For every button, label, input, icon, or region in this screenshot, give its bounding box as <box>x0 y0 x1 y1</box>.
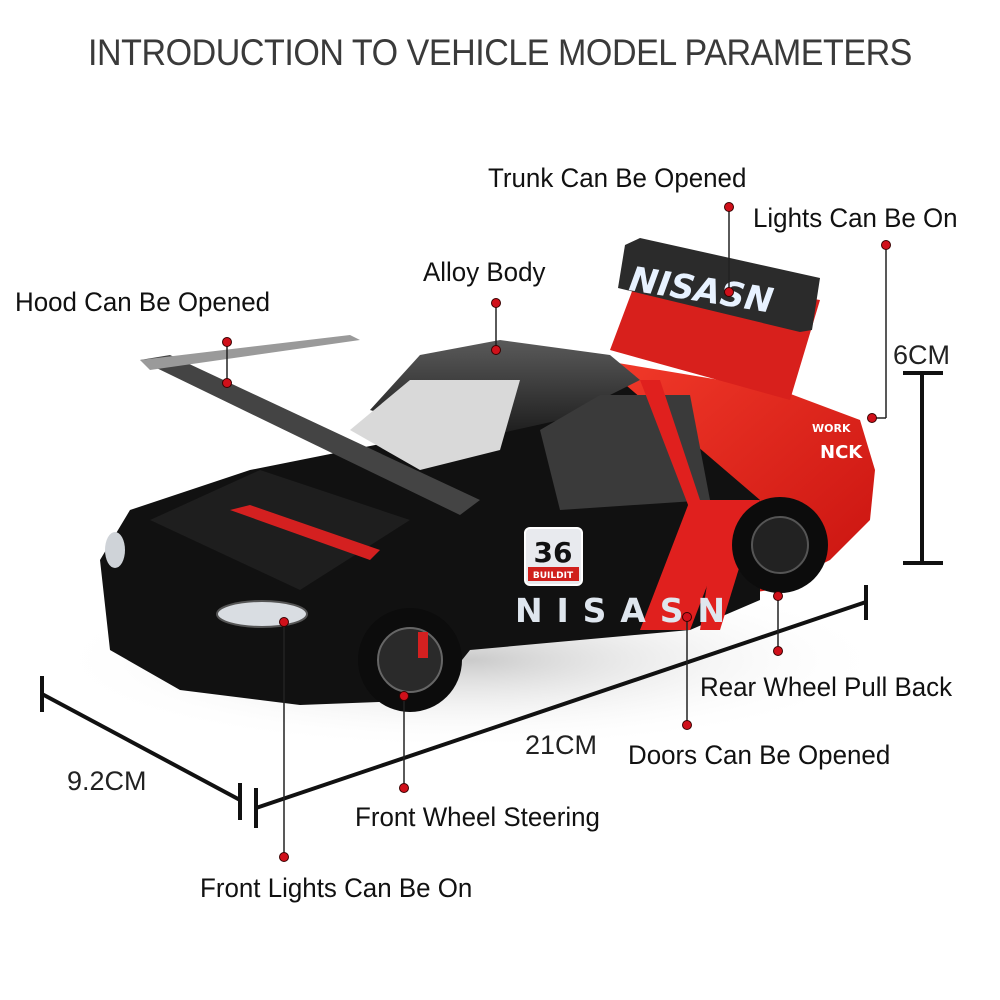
page-title: INTRODUCTION TO VEHICLE MODEL PARAMETERS <box>88 32 912 73</box>
marker-dot <box>682 720 692 730</box>
dimension-lines <box>40 371 943 828</box>
race-number-band <box>528 567 579 581</box>
callout-alloy-body: Alloy Body <box>423 257 546 287</box>
marker-dot <box>222 378 232 388</box>
dimension-width: 9.2CM <box>67 766 147 796</box>
marker-dot <box>724 202 734 212</box>
stripe <box>640 380 700 510</box>
marker-dot <box>867 413 877 423</box>
hood <box>140 355 480 515</box>
callout-markers <box>222 202 891 862</box>
callout-hood: Hood Can Be Opened <box>15 287 271 317</box>
marker-dot <box>682 612 692 622</box>
marker-dot <box>881 240 891 250</box>
marker-dot <box>399 783 409 793</box>
marker-dot <box>773 591 783 601</box>
race-number-sub: BUILDIT <box>533 571 574 581</box>
callout-front-lights: Front Lights Can Be On <box>200 873 473 903</box>
dimension-height: 6CM <box>893 340 951 370</box>
dimension-length: 21CM <box>525 730 598 760</box>
sponsor-decal: WORK <box>812 422 851 435</box>
headlight-left <box>105 532 125 568</box>
marker-dot <box>222 337 232 347</box>
brake-caliper <box>418 632 428 658</box>
callout-rear-wheel: Rear Wheel Pull Back <box>700 672 953 702</box>
callout-front-wheel: Front Wheel Steering <box>355 802 600 832</box>
callout-trunk: Trunk Can Be Opened <box>488 163 747 193</box>
callout-lights: Lights Can Be On <box>753 203 958 233</box>
marker-dot <box>773 646 783 656</box>
engine-bay <box>150 470 410 590</box>
strut-brace <box>230 505 380 560</box>
marker-dot <box>279 852 289 862</box>
headlight <box>216 600 308 628</box>
marker-dot <box>724 287 734 297</box>
callout-doors: Doors Can Be Opened <box>628 740 891 770</box>
windshield <box>350 380 520 470</box>
marker-dot <box>279 617 289 627</box>
hood-edge <box>140 335 360 370</box>
marker-dot <box>399 691 409 701</box>
marker-dot <box>491 345 501 355</box>
sponsor-decal: NCK <box>820 442 863 463</box>
race-number: 36 <box>534 536 573 569</box>
rear-wing <box>618 238 820 332</box>
marker-dot <box>491 298 501 308</box>
callout-lines <box>226 207 887 857</box>
